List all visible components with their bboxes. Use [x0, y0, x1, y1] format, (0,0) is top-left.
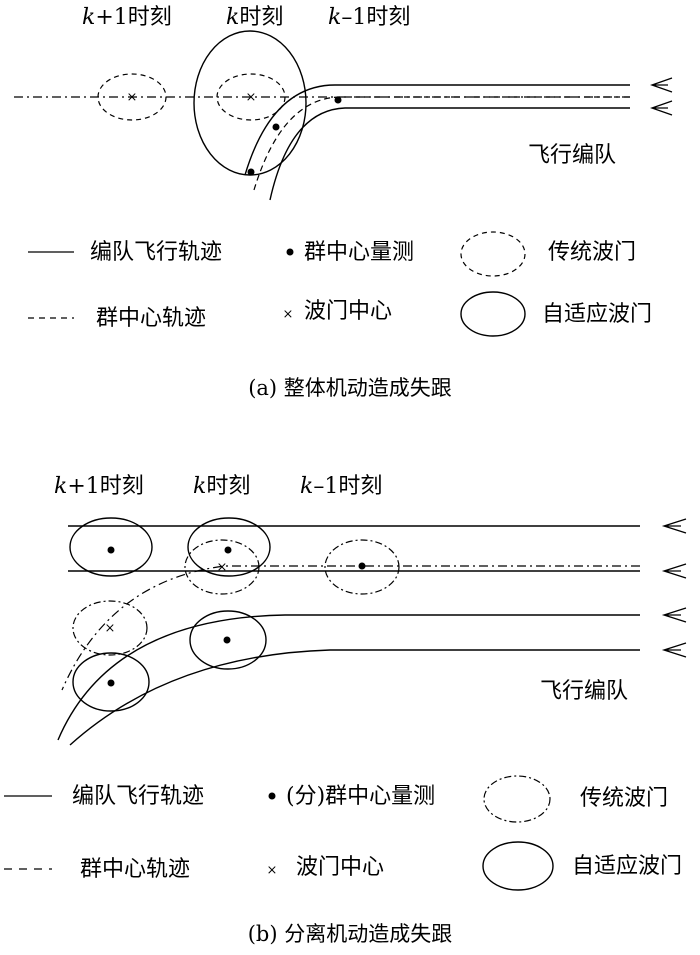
formation-label: 飞行编队 [528, 143, 616, 168]
legend-group-center-track: 群中心轨迹 [96, 306, 206, 331]
group-center-measurement [272, 123, 280, 131]
legend-group-center-track: 群中心轨迹 [80, 857, 190, 882]
group-center-measurement [358, 562, 366, 570]
legend-traditional-gate: 传统波门 [580, 786, 668, 811]
formation-track-curve [57, 614, 640, 741]
traditional-gate [97, 73, 167, 121]
aircraft-icon [650, 100, 673, 116]
legend-gate-center: 波门中心 [296, 855, 384, 880]
traditional-gate [72, 600, 148, 656]
legend-adaptive-gate: 自适应波门 [542, 302, 652, 327]
group-center-measurement [247, 168, 255, 176]
group-center-track [61, 565, 640, 691]
group-center-measurement [223, 636, 231, 644]
legend-group-center-measurement: 群中心量测 [304, 240, 414, 265]
adaptive-gate [69, 517, 153, 577]
legend-a: 编队飞行轨迹 群中心量测 传统波门 群中心轨迹 × 波门中心 自适应波门 [28, 231, 652, 337]
time-label-k: k时刻 [193, 474, 250, 499]
gate-center-mark: × [127, 90, 138, 105]
traditional-gate [324, 539, 400, 595]
panel-b: k+1时刻 k时刻 k–1时刻 × × 飞行编队 [4, 474, 687, 946]
time-label-k-plus-1: k+1时刻 [82, 5, 172, 30]
legend-x-swatch: × [267, 863, 278, 878]
gate-center-mark: × [246, 90, 257, 105]
time-label-k-minus-1: k–1时刻 [328, 5, 410, 30]
legend-adaptive-gate: 自适应波门 [572, 854, 682, 879]
aircraft-icon [661, 518, 687, 534]
group-center-measurement [334, 96, 342, 104]
formation-track-curve [69, 649, 640, 746]
legend-traditional-gate-swatch [483, 775, 551, 823]
traditional-gate [216, 73, 286, 121]
legend-traditional-gate: 传统波门 [548, 240, 636, 265]
aircraft-icon [650, 77, 673, 93]
formation-label: 飞行编队 [540, 679, 628, 704]
formation-track-upper [244, 84, 630, 176]
aircraft-icon [661, 642, 687, 658]
legend-adaptive-gate-swatch [482, 841, 554, 891]
legend-traditional-gate-swatch [460, 231, 526, 277]
legend-adaptive-gate-swatch [460, 291, 526, 337]
aircraft-icon [661, 607, 687, 623]
time-label-k: k时刻 [226, 5, 283, 30]
panel-a: k+1时刻 k时刻 k–1时刻 × × 飞行编队 编队飞行轨迹 群中心量测 [14, 5, 673, 400]
legend-x-swatch: × [283, 307, 294, 322]
group-center-measurement [107, 546, 115, 554]
group-center-measurement [224, 546, 232, 554]
aircraft-icon [661, 563, 687, 579]
caption-a: (a) 整体机动造成失跟 [248, 376, 452, 400]
legend-dot-swatch [268, 792, 276, 800]
adaptive-gate [187, 517, 271, 577]
legend-formation-track: 编队飞行轨迹 [72, 784, 204, 809]
gate-center-mark: × [217, 560, 228, 575]
adaptive-gate [72, 652, 150, 712]
group-center-track-curve [253, 96, 630, 191]
legend-group-center-measurement: (分)群中心量测 [286, 784, 435, 809]
legend-b: 编队飞行轨迹 (分)群中心量测 传统波门 群中心轨迹 × 波门中心 自适应波门 [4, 775, 682, 891]
group-center-measurement [107, 679, 115, 687]
gate-center-mark: × [105, 621, 116, 636]
legend-gate-center: 波门中心 [304, 299, 392, 324]
legend-formation-track: 编队飞行轨迹 [90, 240, 222, 265]
time-label-k-plus-1: k+1时刻 [54, 474, 144, 499]
caption-b: (b) 分离机动造成失跟 [248, 922, 453, 946]
legend-dot-swatch [286, 248, 294, 256]
adaptive-gate [189, 610, 267, 670]
time-label-k-minus-1: k–1时刻 [300, 474, 382, 499]
